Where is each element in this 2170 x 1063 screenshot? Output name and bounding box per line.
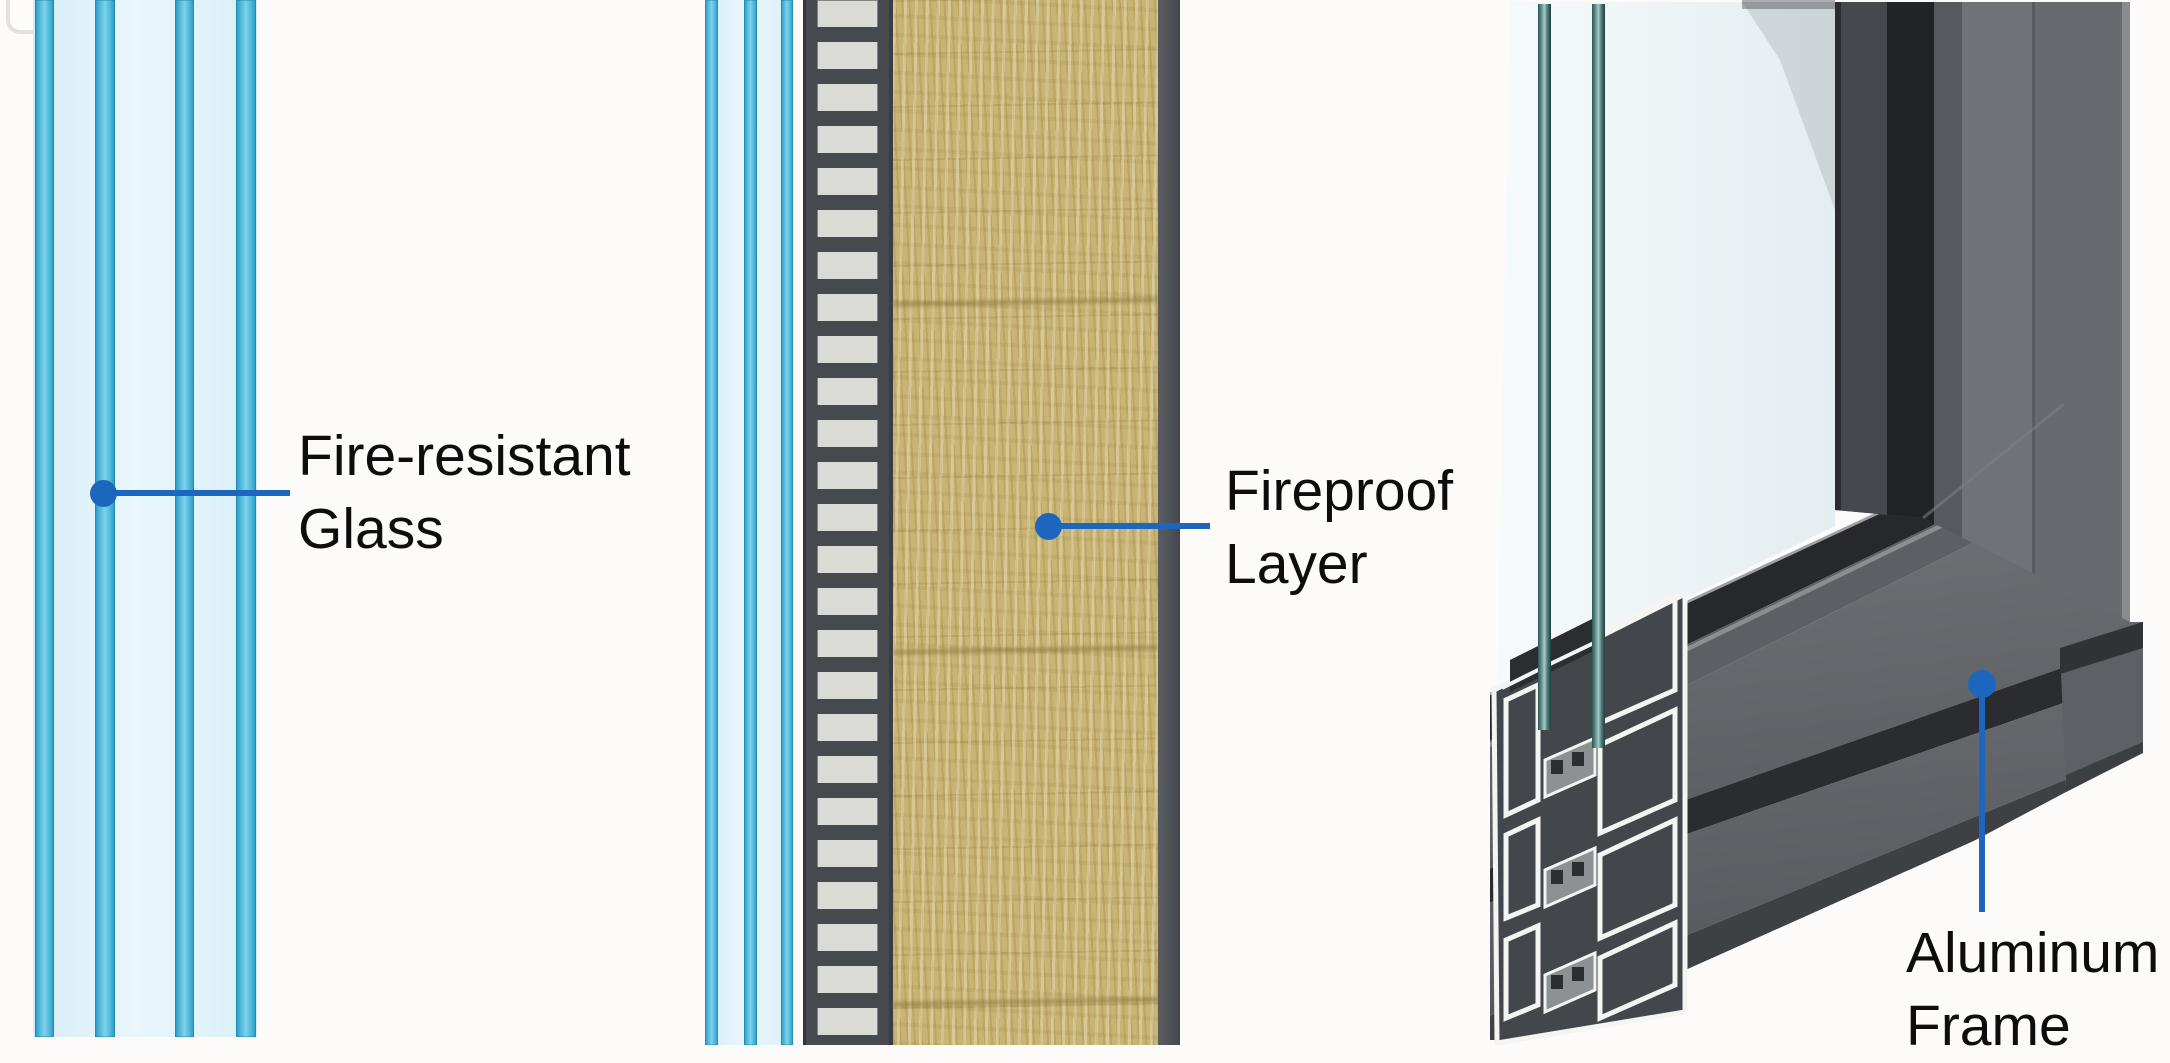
glazing-top-shadow [1742,0,1835,9]
glass-pane-stripe [236,0,256,1037]
panel-edge-strip [1158,0,1180,1045]
glass-pane-stripe [175,0,194,1037]
glass-pane-stripe [95,0,115,1037]
wool-texture-streak [892,297,1159,307]
frame-cross-section [1491,589,1688,1046]
label-line: Frame [1906,994,2071,1058]
spacer-ladder-strip [803,0,893,1045]
glazing-reflection [1742,2,1835,210]
glass-pane-stripe [35,0,54,1037]
glazing-area [1497,2,1835,690]
glass-pane-stripe [744,0,757,1045]
label-aluminum-frame: Aluminum Frame [1906,917,2159,1063]
fireproof-layer-illustration [892,0,1159,1045]
leader-line [1979,697,1985,912]
glass-stack-illustration [33,0,257,1037]
callout-dot [1968,670,1996,698]
leader-line [1048,523,1210,529]
label-line: Layer [1225,532,1368,596]
glass-stack-thin-illustration [705,0,793,1045]
spacer-rungs-pattern [817,0,878,1045]
glass-pane-stripe [705,0,718,1045]
wool-texture-streak [892,645,1159,655]
label-line: Fireproof [1225,459,1454,523]
wool-texture-streak [892,997,1159,1007]
leader-line [103,490,290,496]
label-fire-resistant-glass: Fire-resistant Glass [298,420,631,566]
label-line: Aluminum [1906,921,2160,985]
aluminum-frame-illustration [1490,0,2143,1046]
glass-pane-edge [1592,4,1605,748]
label-fireproof-layer: Fireproof Layer [1225,455,1453,601]
label-line: Glass [298,497,444,561]
glass-pane-edge [1538,4,1551,730]
label-line: Fire-resistant [298,424,631,488]
glass-pane-stripe [781,0,793,1045]
frame-step [2060,622,2143,792]
